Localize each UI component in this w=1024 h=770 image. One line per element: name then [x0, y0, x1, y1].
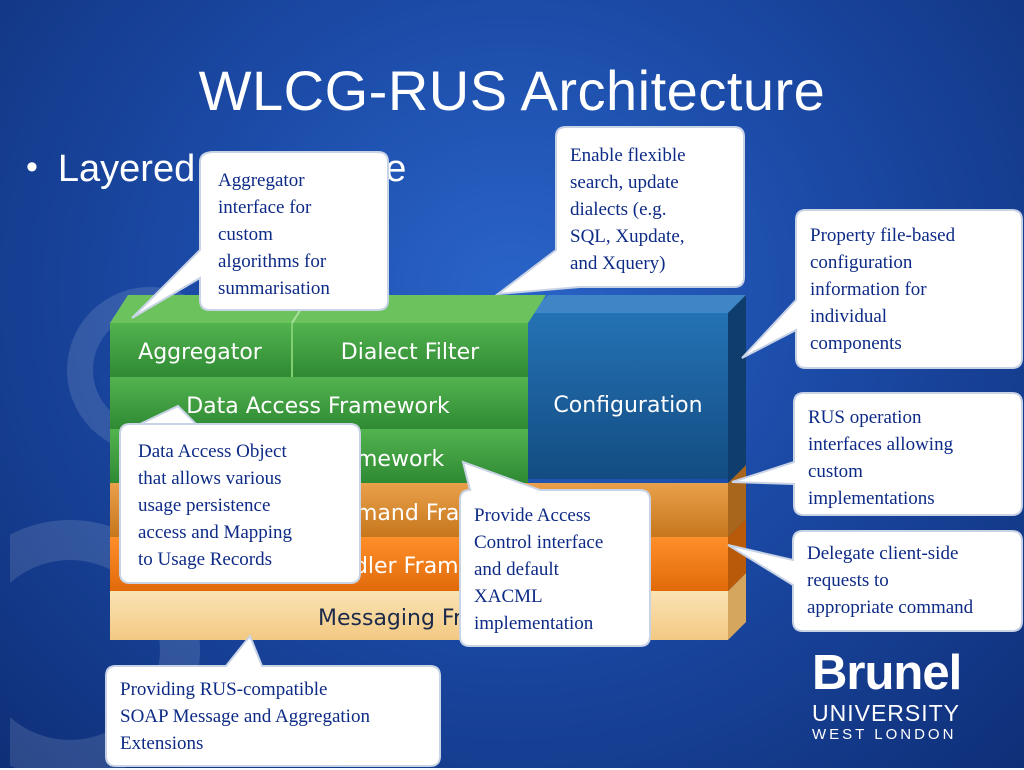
callout-delegate-bubble: [727, 530, 1023, 632]
brunel-logo: Brunel UNIVERSITY WEST LONDON: [812, 646, 962, 744]
logo-line-brunel: Brunel: [812, 646, 962, 700]
data-access-framework-label: Data Access Framework: [186, 394, 450, 419]
callout-soap-text: Providing RUS-compatible SOAP Message an…: [120, 679, 370, 754]
layer-data-access-framework: Data Access Framework: [110, 377, 528, 429]
callout-aggregator-text: Aggregator interface for custom algorith…: [218, 170, 330, 299]
callout-access-control-bubble: [459, 460, 651, 647]
callout-property-text: Property file-based configuration inform…: [810, 225, 956, 354]
callout-dialects-bubble: [494, 126, 745, 296]
callout-dao-bubble: [119, 404, 361, 584]
callout-dao-text: Data Access Object that allows various u…: [138, 441, 293, 570]
logo-line-university: UNIVERSITY: [812, 700, 961, 726]
slide-title: WLCG-RUS Architecture: [198, 59, 826, 122]
aggregator-label: Aggregator: [138, 340, 263, 365]
callout-access-control-text: Provide Access Control interface and def…: [474, 505, 604, 634]
callout-rus-operation-text: RUS operation interfaces allowing custom…: [808, 407, 954, 509]
logo-line-west-london: WEST LONDON: [812, 726, 957, 743]
handler-framework-label: ndler Frame: [340, 554, 472, 579]
configuration-label: Configuration: [553, 393, 702, 418]
callout-aggregator-bubble: [131, 151, 389, 319]
dialect-filter-label: Dialect Filter: [341, 340, 480, 365]
callout-property-bubble: [741, 209, 1023, 369]
bullet-dot-icon: •: [26, 148, 38, 186]
callout-rus-operation-bubble: [731, 392, 1023, 516]
callout-soap-bubble: [105, 634, 441, 767]
callout-dialects-text: Enable flexible search, update dialects …: [570, 145, 686, 274]
framework-label: mework: [356, 447, 444, 472]
callout-delegate-text: Delegate client-side requests to appropr…: [807, 543, 974, 618]
configuration-block: Configuration: [528, 295, 746, 483]
